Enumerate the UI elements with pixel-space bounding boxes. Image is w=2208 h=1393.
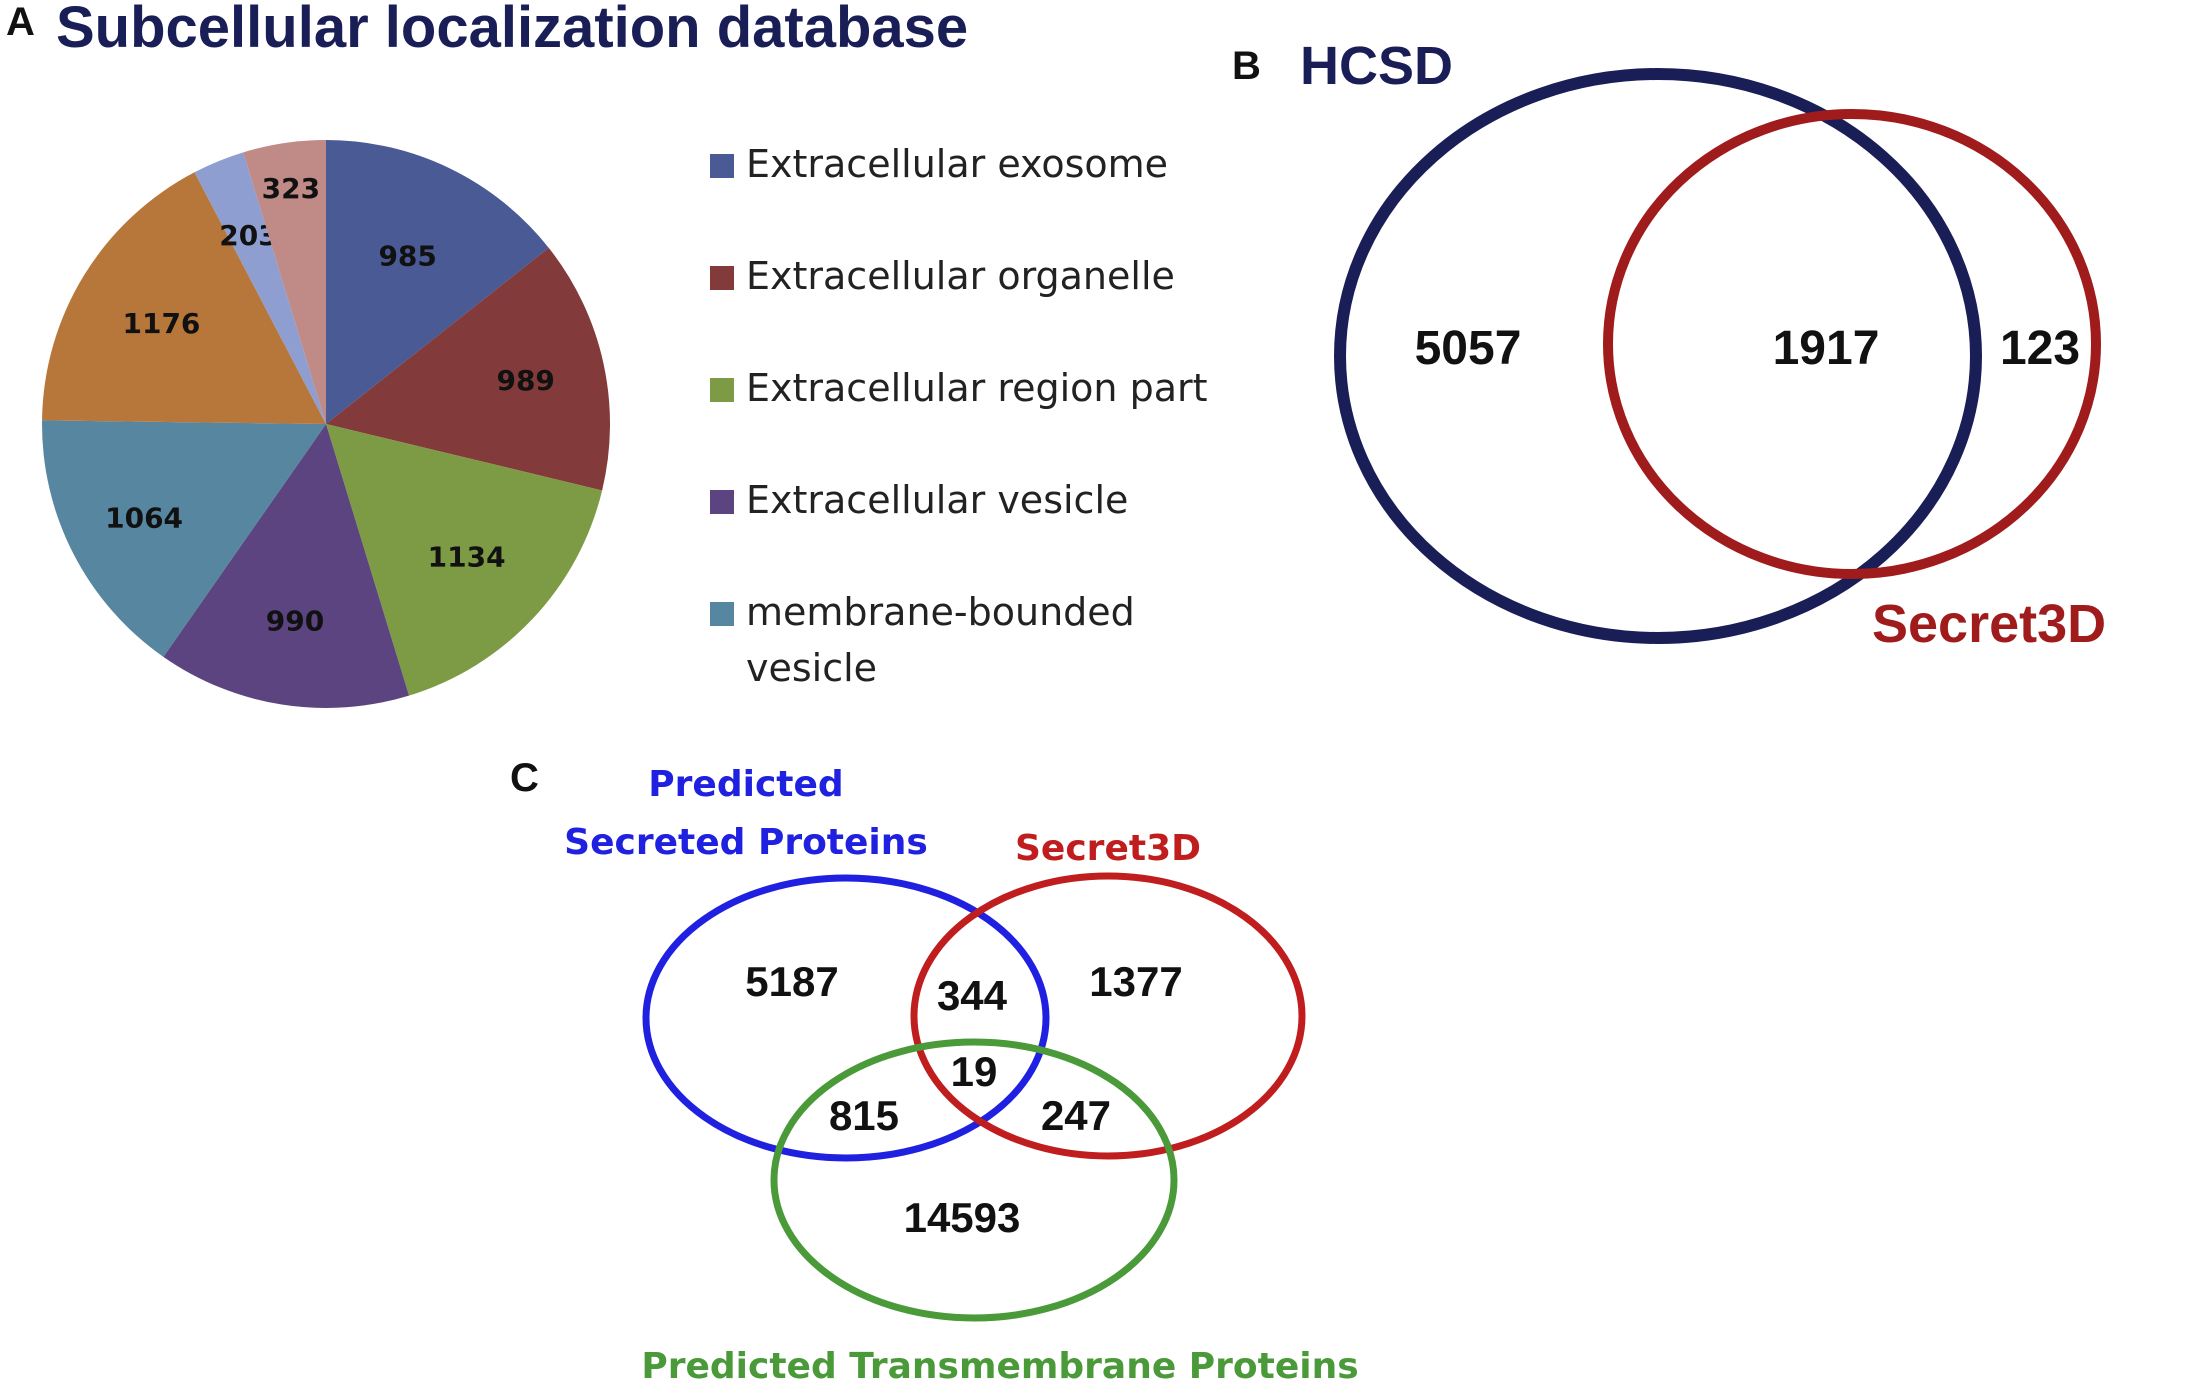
- panel-b-letter: B: [1232, 44, 1261, 88]
- venn-c-value-secreted-only: 5187: [745, 958, 838, 1005]
- pie-legend: Extracellular exosome Extracellular orga…: [710, 136, 1230, 696]
- pie-slice-label: 323: [262, 172, 320, 205]
- legend-item-membrane-bounded-vesicle: membrane-bounded vesicle: [710, 584, 1230, 696]
- pie-slice: [42, 172, 327, 424]
- venn-b-label-hcsd: HCSD: [1300, 36, 1453, 96]
- venn-b-value-hcsd-only: 5057: [1415, 322, 1522, 375]
- legend-label: membrane-bounded vesicle: [746, 590, 1135, 690]
- venn-c-value-secreted-secret3d: 344: [937, 972, 1008, 1019]
- pie-slice: [163, 424, 410, 708]
- legend-label: Extracellular exosome: [746, 142, 1169, 186]
- pie-chart-title: Subcellular localization database: [56, 0, 969, 60]
- venn-c-label-secreted-line2: Secreted Proteins: [564, 822, 928, 863]
- legend-swatch: [710, 266, 734, 290]
- pie-slice: [326, 140, 549, 424]
- venn-b-value-secret3d-only: 123: [2000, 322, 2080, 375]
- legend-item-extracellular-exosome: Extracellular exosome: [710, 136, 1230, 248]
- venn-b-circle-secret3d: [1603, 109, 2101, 579]
- legend-swatch: [710, 490, 734, 514]
- venn-b-label-secret3d: Secret3D: [1872, 594, 2106, 654]
- legend-swatch: [710, 378, 734, 402]
- legend-item-extracellular-organelle: Extracellular organelle: [710, 248, 1230, 360]
- venn-c-label-secret3d: Secret3D: [1015, 828, 1201, 869]
- pie-slice: [326, 247, 610, 491]
- venn-c-value-secret3d-only: 1377: [1089, 958, 1182, 1005]
- legend-label: Extracellular region part: [746, 366, 1208, 410]
- venn-c-circle-transmembrane: [770, 1038, 1178, 1322]
- venn-c-value-transmembrane-only: 14593: [904, 1194, 1021, 1241]
- venn-c-value-secreted-transmembrane: 815: [829, 1092, 899, 1139]
- pie-slice: [326, 424, 603, 696]
- pie-slice: [42, 420, 327, 657]
- pie-slice-label: 989: [496, 364, 554, 397]
- pie-slice-label: 985: [378, 239, 436, 272]
- venn-diagram-b: HCSD Secret3D 5057 1917 123: [1300, 36, 2106, 654]
- venn-b-circle-hcsd: [1334, 68, 1982, 644]
- legend-swatch: [710, 602, 734, 626]
- panel-a-letter: A: [6, 0, 35, 44]
- venn-c-value-secret3d-transmembrane: 247: [1041, 1092, 1111, 1139]
- venn-c-circle-secreted: [642, 874, 1050, 1162]
- venn-c-label-secreted-line1: Predicted: [648, 764, 843, 805]
- venn-c-label-transmembrane: Predicted Transmembrane Proteins: [641, 1346, 1358, 1387]
- pie-slice: [243, 140, 326, 424]
- venn-b-value-overlap: 1917: [1773, 322, 1880, 375]
- pie-slice-label: 990: [266, 604, 324, 637]
- legend-label: Extracellular vesicle: [746, 478, 1129, 522]
- pie-slice-label: 1176: [122, 307, 200, 340]
- panel-c-letter: C: [510, 756, 539, 800]
- pie-slice-label: 1134: [428, 540, 506, 573]
- pie-slice-label: 1064: [105, 501, 183, 534]
- legend-item-extracellular-region-part: Extracellular region part: [710, 360, 1230, 472]
- venn-c-value-all-three: 19: [951, 1048, 998, 1095]
- pie-slice: [194, 152, 326, 424]
- legend-item-extracellular-vesicle: Extracellular vesicle: [710, 472, 1230, 584]
- legend-label: Extracellular organelle: [746, 254, 1175, 298]
- legend-swatch: [710, 154, 734, 178]
- venn-c-circle-secret3d: [910, 872, 1306, 1160]
